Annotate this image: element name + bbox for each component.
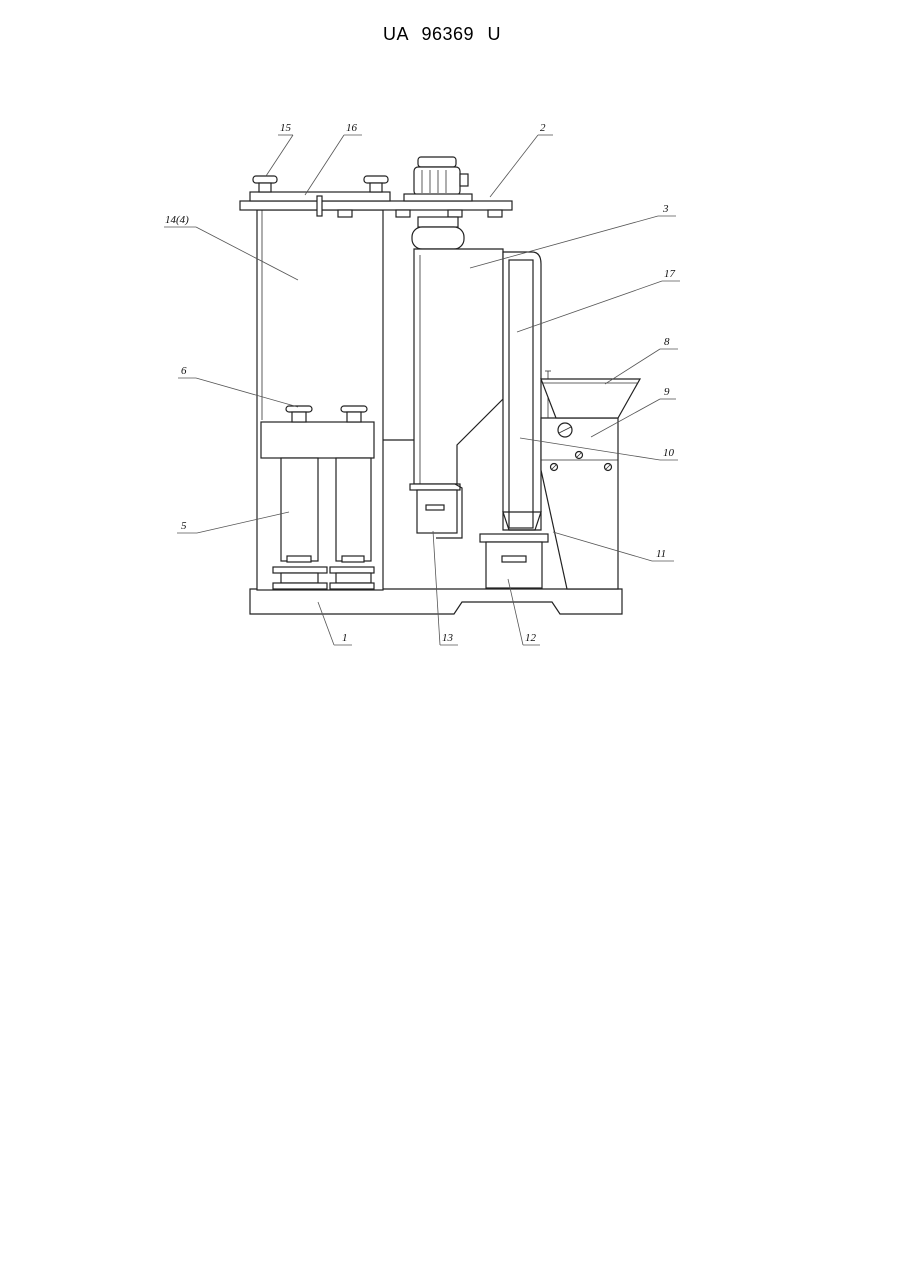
hopper xyxy=(541,379,640,418)
callout-2: 2 xyxy=(540,122,546,134)
filter-cartridge-right xyxy=(330,458,374,589)
callout-13: 13 xyxy=(442,632,454,644)
callout-3: 3 xyxy=(662,203,669,215)
top-knob-left xyxy=(253,176,277,192)
callout-9: 9 xyxy=(664,386,670,398)
filter-housing-block xyxy=(261,422,374,458)
callout-8: 8 xyxy=(664,336,670,348)
callout-1: 1 xyxy=(342,632,348,644)
bin-12 xyxy=(480,534,548,588)
callout-14-4: 14(4) xyxy=(165,214,189,226)
shaft-coupling xyxy=(412,217,464,249)
separator-housing xyxy=(414,249,503,484)
callout-16: 16 xyxy=(346,122,358,134)
callout-10: 10 xyxy=(663,447,675,459)
callout-15: 15 xyxy=(280,122,292,134)
motor xyxy=(404,157,472,201)
callout-5: 5 xyxy=(181,520,187,532)
vertical-channel xyxy=(503,252,541,530)
callout-12: 12 xyxy=(525,632,537,644)
collector-13 xyxy=(410,484,462,538)
callout-11: 11 xyxy=(656,548,666,560)
callout-17: 17 xyxy=(664,268,676,280)
top-knob-right xyxy=(364,176,388,192)
callout-6: 6 xyxy=(181,365,187,377)
base-plate xyxy=(250,589,622,614)
